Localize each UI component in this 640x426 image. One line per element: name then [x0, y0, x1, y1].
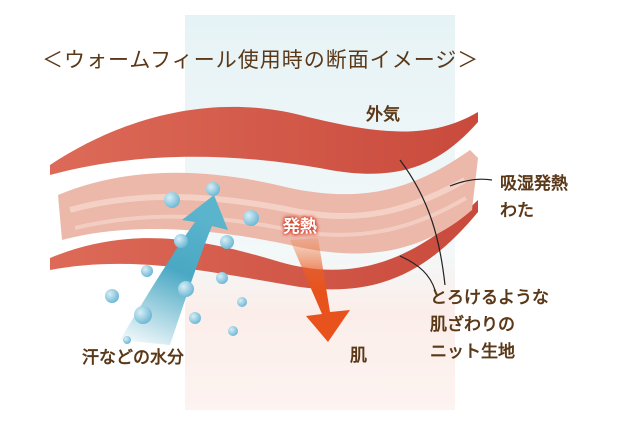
label-heat: 発熱 — [283, 217, 317, 237]
label-outside-air: 外気 — [366, 105, 400, 125]
label-knit-line3: ニット生地 — [430, 342, 515, 362]
label-batting-line2: わた — [500, 201, 534, 221]
label-skin: 肌 — [350, 346, 367, 366]
water-droplets — [105, 182, 259, 344]
diagram-title: ＜ウォームフィール使用時の断面イメージ＞ — [42, 48, 480, 72]
heat-arrow — [290, 238, 350, 342]
label-knit-line1: とろけるような — [430, 288, 549, 308]
knit-layer-top — [50, 106, 478, 175]
batting-layer — [58, 150, 478, 254]
label-moisture: 汗などの水分 — [82, 348, 184, 368]
leader-lines — [399, 159, 493, 291]
label-knit-line2: 肌ざわりの — [430, 315, 515, 335]
label-batting-line1: 吸湿発熱 — [500, 174, 568, 194]
knit-layer-bottom — [50, 200, 478, 290]
